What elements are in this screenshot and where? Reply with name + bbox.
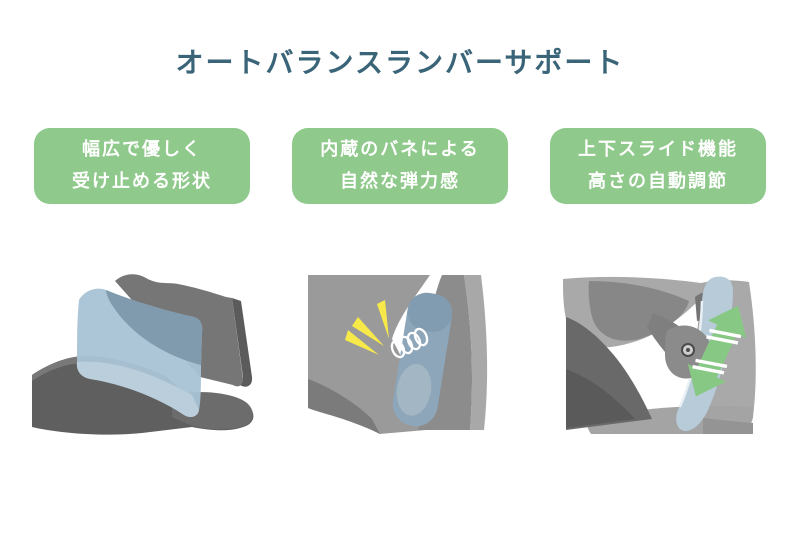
feature-badge: 幅広で優しく 受け止める形状 xyxy=(34,128,250,205)
feature-badge: 上下スライド機能 高さの自動調節 xyxy=(550,128,766,205)
feature-column-spring: 内蔵のバネによる 自然な弾力感 xyxy=(274,128,526,445)
vertical-slide-illustration xyxy=(553,267,763,445)
feature-column-wide-shape: 幅広で優しく 受け止める形状 xyxy=(16,128,268,445)
feature-label-line1: 上下スライド機能 xyxy=(578,139,738,160)
impact-spark-icon xyxy=(345,300,389,356)
pivot-icon xyxy=(681,343,695,358)
up-down-arrow-icon xyxy=(687,306,747,397)
feature-label-line2: 受け止める形状 xyxy=(72,171,212,193)
chair-spring-graphic xyxy=(308,275,488,435)
feature-label-line1: 内蔵のバネによる xyxy=(320,139,480,160)
chair-slide-mechanism-graphic xyxy=(563,276,756,435)
feature-column-slide: 上下スライド機能 高さの自動調節 xyxy=(532,128,784,445)
spring-icon xyxy=(390,328,429,359)
wide-lumbar-support-illustration xyxy=(22,267,262,445)
built-in-spring-illustration xyxy=(300,267,500,445)
feature-label-line1: 幅広で優しく xyxy=(82,139,202,160)
page-title: オートバランスランバーサポート xyxy=(175,46,625,79)
feature-row: 幅広で優しく 受け止める形状 xyxy=(0,128,800,445)
feature-label-line2: 高さの自動調節 xyxy=(588,171,728,193)
chair-lumbar-panel-graphic xyxy=(32,274,254,436)
feature-label-line2: 自然な弾力感 xyxy=(340,171,460,193)
feature-badge: 内蔵のバネによる 自然な弾力感 xyxy=(292,128,508,205)
